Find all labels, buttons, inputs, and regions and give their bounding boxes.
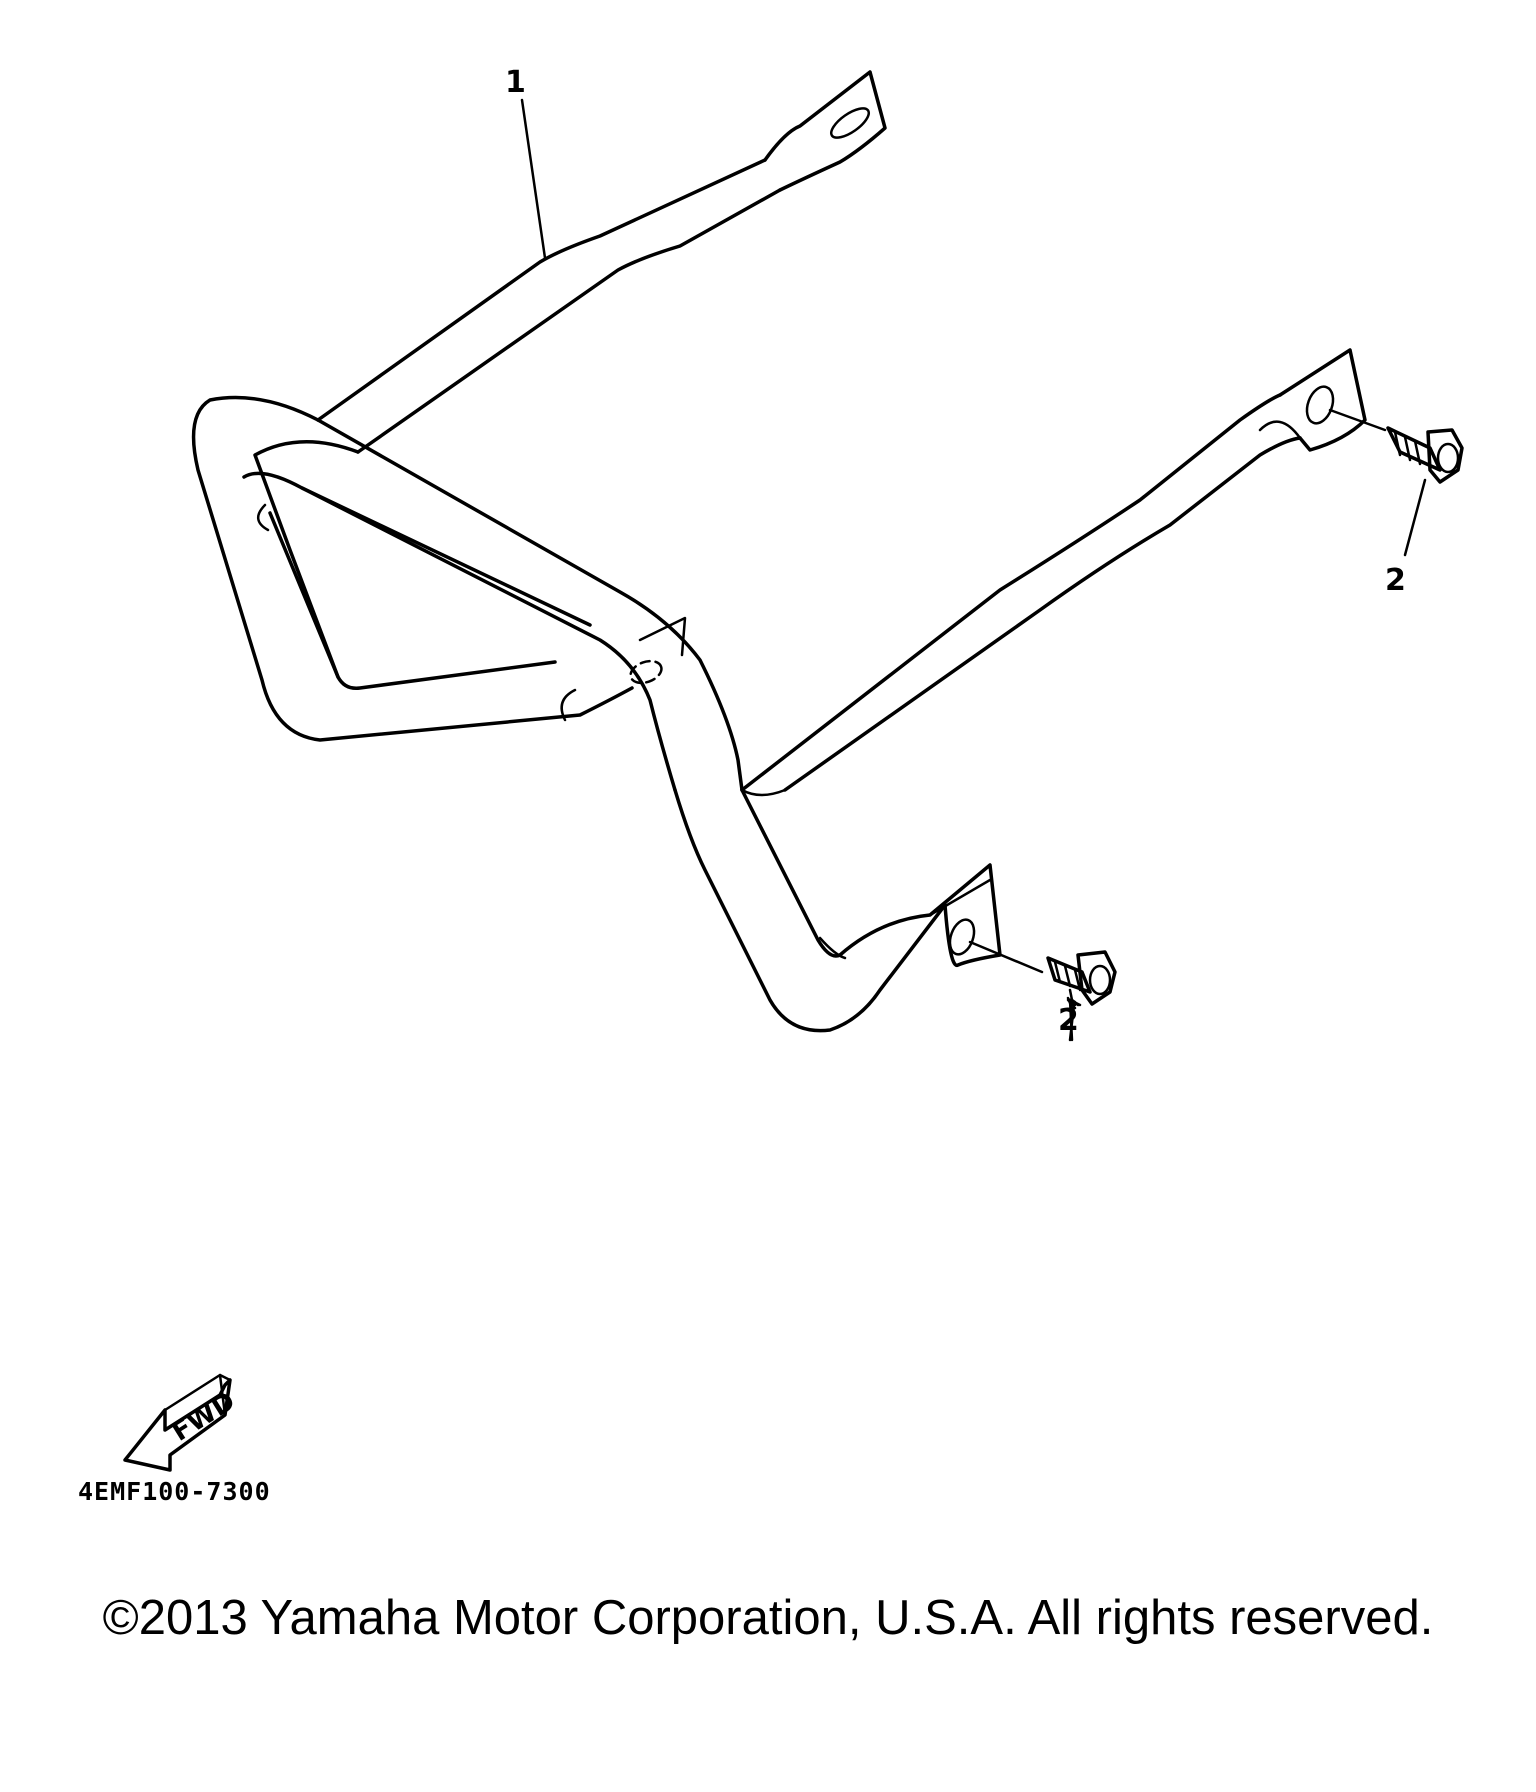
bolt-part2-upper (1328, 408, 1464, 484)
callout-part1: 1 (505, 65, 526, 100)
leader-part2-lower-drop2 (1068, 998, 1074, 1042)
part-code: 4EMF100-7300 (78, 1477, 271, 1506)
callout-part2-lower: 2 (1058, 1003, 1079, 1038)
fwd-label: FWD (167, 1386, 241, 1447)
forward-direction-arrow-icon: FWD (123, 1373, 241, 1472)
copyright-notice: ©2013 Yamaha Motor Corporation, U.S.A. A… (102, 1591, 1434, 1645)
leader-line-part1 (520, 98, 547, 260)
leader-part2-lower (1070, 998, 1077, 1004)
bolt-part2-lower (968, 940, 1117, 1006)
callout-part2-upper: 2 (1385, 563, 1406, 598)
leader-line-part2-upper (1403, 478, 1427, 557)
bumper-guard-part (191, 70, 1367, 1033)
